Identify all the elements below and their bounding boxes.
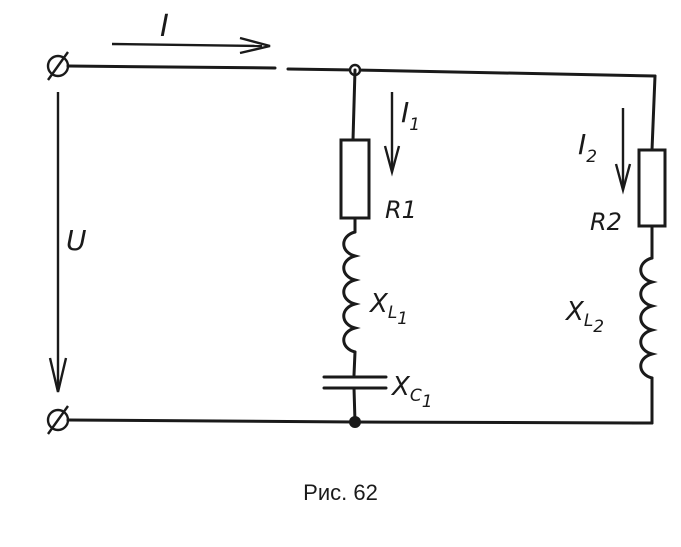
voltage-label-u: U	[66, 224, 87, 257]
current-arrow-i1	[383, 92, 401, 177]
inductor-label-xl1: XL1	[368, 289, 408, 329]
current-arrow-i	[111, 36, 271, 55]
bottom-terminal	[46, 405, 70, 435]
top-terminal	[46, 51, 70, 81]
branch1-wire-lower	[352, 350, 357, 377]
branch1-wire-top	[351, 68, 357, 142]
inductor-xl1	[342, 230, 361, 354]
resistor-r1	[339, 138, 371, 220]
current-label-i: I	[160, 9, 169, 44]
branch2-wire-top	[650, 74, 657, 152]
current-label-i2: I2	[578, 128, 597, 167]
resistor-label-r1: R1	[385, 196, 417, 224]
voltage-arrow-u	[48, 92, 68, 393]
resistor-r2	[637, 148, 667, 228]
branch1-wire-bottom	[352, 386, 357, 424]
inductor-xl2	[639, 256, 658, 380]
current-arrow-i2	[614, 108, 632, 195]
capacitor-label-xc1: XC1	[390, 372, 433, 412]
capacitor-xc1	[322, 375, 388, 390]
figure-caption: Рис. 62	[303, 480, 378, 505]
top-wire-left	[66, 64, 277, 70]
inductor-label-xl2: XL2	[564, 297, 604, 337]
current-label-i1: I1	[401, 96, 420, 135]
top-wire-right	[286, 67, 657, 78]
resistor-label-r2: R2	[590, 208, 622, 236]
